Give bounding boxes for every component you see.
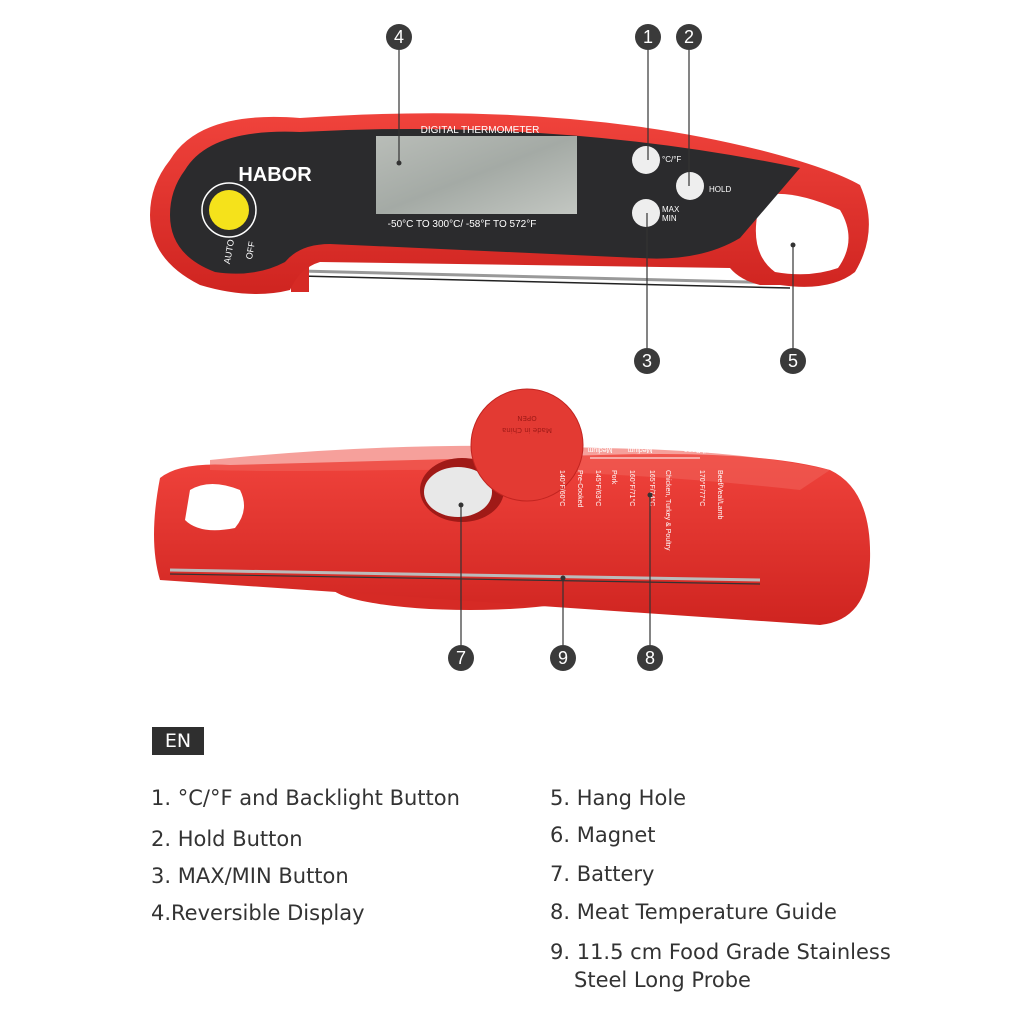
thermometer-front: DIGITAL THERMOMETER -50°C TO 300°C/ -58°… (150, 113, 869, 294)
guide-doneness-label: Well Done (684, 446, 716, 453)
legend-item-line2: Steel Long Probe (574, 968, 751, 992)
guide-meat: Pork (610, 470, 617, 485)
legend-item: 5. Hang Hole (550, 786, 687, 810)
callout-5: 5 (780, 348, 806, 374)
guide-meat: Beef/Veal/Lamb (716, 470, 723, 520)
hold-label: HOLD (709, 185, 731, 194)
leader-lines (398, 50, 794, 645)
back-hang-hole (185, 484, 244, 531)
brand-logo: HABOR (238, 164, 312, 186)
callout-3: 3 (634, 348, 660, 374)
guide-doneness-label: Medium (587, 446, 612, 453)
auto-label: AUTO (222, 239, 236, 265)
callout-4: 4 (386, 24, 412, 50)
legend-item: 1. °C/°F and Backlight Button (151, 786, 460, 810)
guide-temp: 165°F/74°C (648, 470, 656, 506)
guide-meat: Pre-Cooked (576, 470, 583, 507)
cap-made-in-text: Made in China (502, 426, 552, 434)
hold-button[interactable] (676, 172, 704, 200)
legend-item: 6. Magnet (550, 823, 656, 847)
power-button[interactable] (209, 190, 249, 230)
guide-doneness-label: Medium (627, 446, 652, 453)
display-title: DIGITAL THERMOMETER (421, 125, 540, 136)
callout-9: 9 (550, 645, 576, 671)
legend-item: 9. 11.5 cm Food Grade Stainless Steel Lo… (550, 938, 891, 994)
legend-item: 3. MAX/MIN Button (151, 864, 349, 888)
guide-temp: 160°F/71°C (628, 470, 636, 506)
legend-item-line1: 9. 11.5 cm Food Grade Stainless (550, 940, 891, 964)
legend-item: 8. Meat Temperature Guide (550, 900, 837, 924)
off-label: OFF (244, 240, 257, 260)
cf-label: °C/°F (662, 155, 681, 164)
thermometer-back: OPEN Made in China Well Done Medium Medi… (154, 388, 871, 625)
min-label: MIN (662, 214, 677, 223)
legend-item: 2. Hold Button (151, 827, 303, 851)
callout-1: 1 (635, 24, 661, 50)
cf-button[interactable] (632, 146, 660, 174)
probe-front (299, 269, 791, 285)
guide-temp: 145°F/63°C (594, 470, 602, 506)
hang-hole (755, 193, 849, 275)
max-label: MAX (662, 205, 680, 214)
legend-item: 7. Battery (550, 862, 655, 886)
legend-item: 4.Reversible Display (151, 901, 365, 925)
language-badge: EN (152, 727, 204, 755)
guide-meat: Chicken, Turkey & Poultry (664, 470, 671, 551)
maxmin-button[interactable] (632, 199, 660, 227)
guide-temp: 140°F/60°C (558, 470, 566, 506)
callout-2: 2 (676, 24, 702, 50)
battery (424, 467, 492, 517)
callout-7: 7 (448, 645, 474, 671)
battery-cap[interactable] (470, 388, 584, 502)
lcd-display (376, 136, 577, 214)
cap-open-text: OPEN (517, 414, 536, 422)
guide-temp: 170°F/77°C (698, 470, 706, 506)
callout-8: 8 (637, 645, 663, 671)
range-text: -50°C TO 300°C/ -58°F TO 572°F (388, 219, 537, 230)
probe-back (169, 568, 761, 582)
